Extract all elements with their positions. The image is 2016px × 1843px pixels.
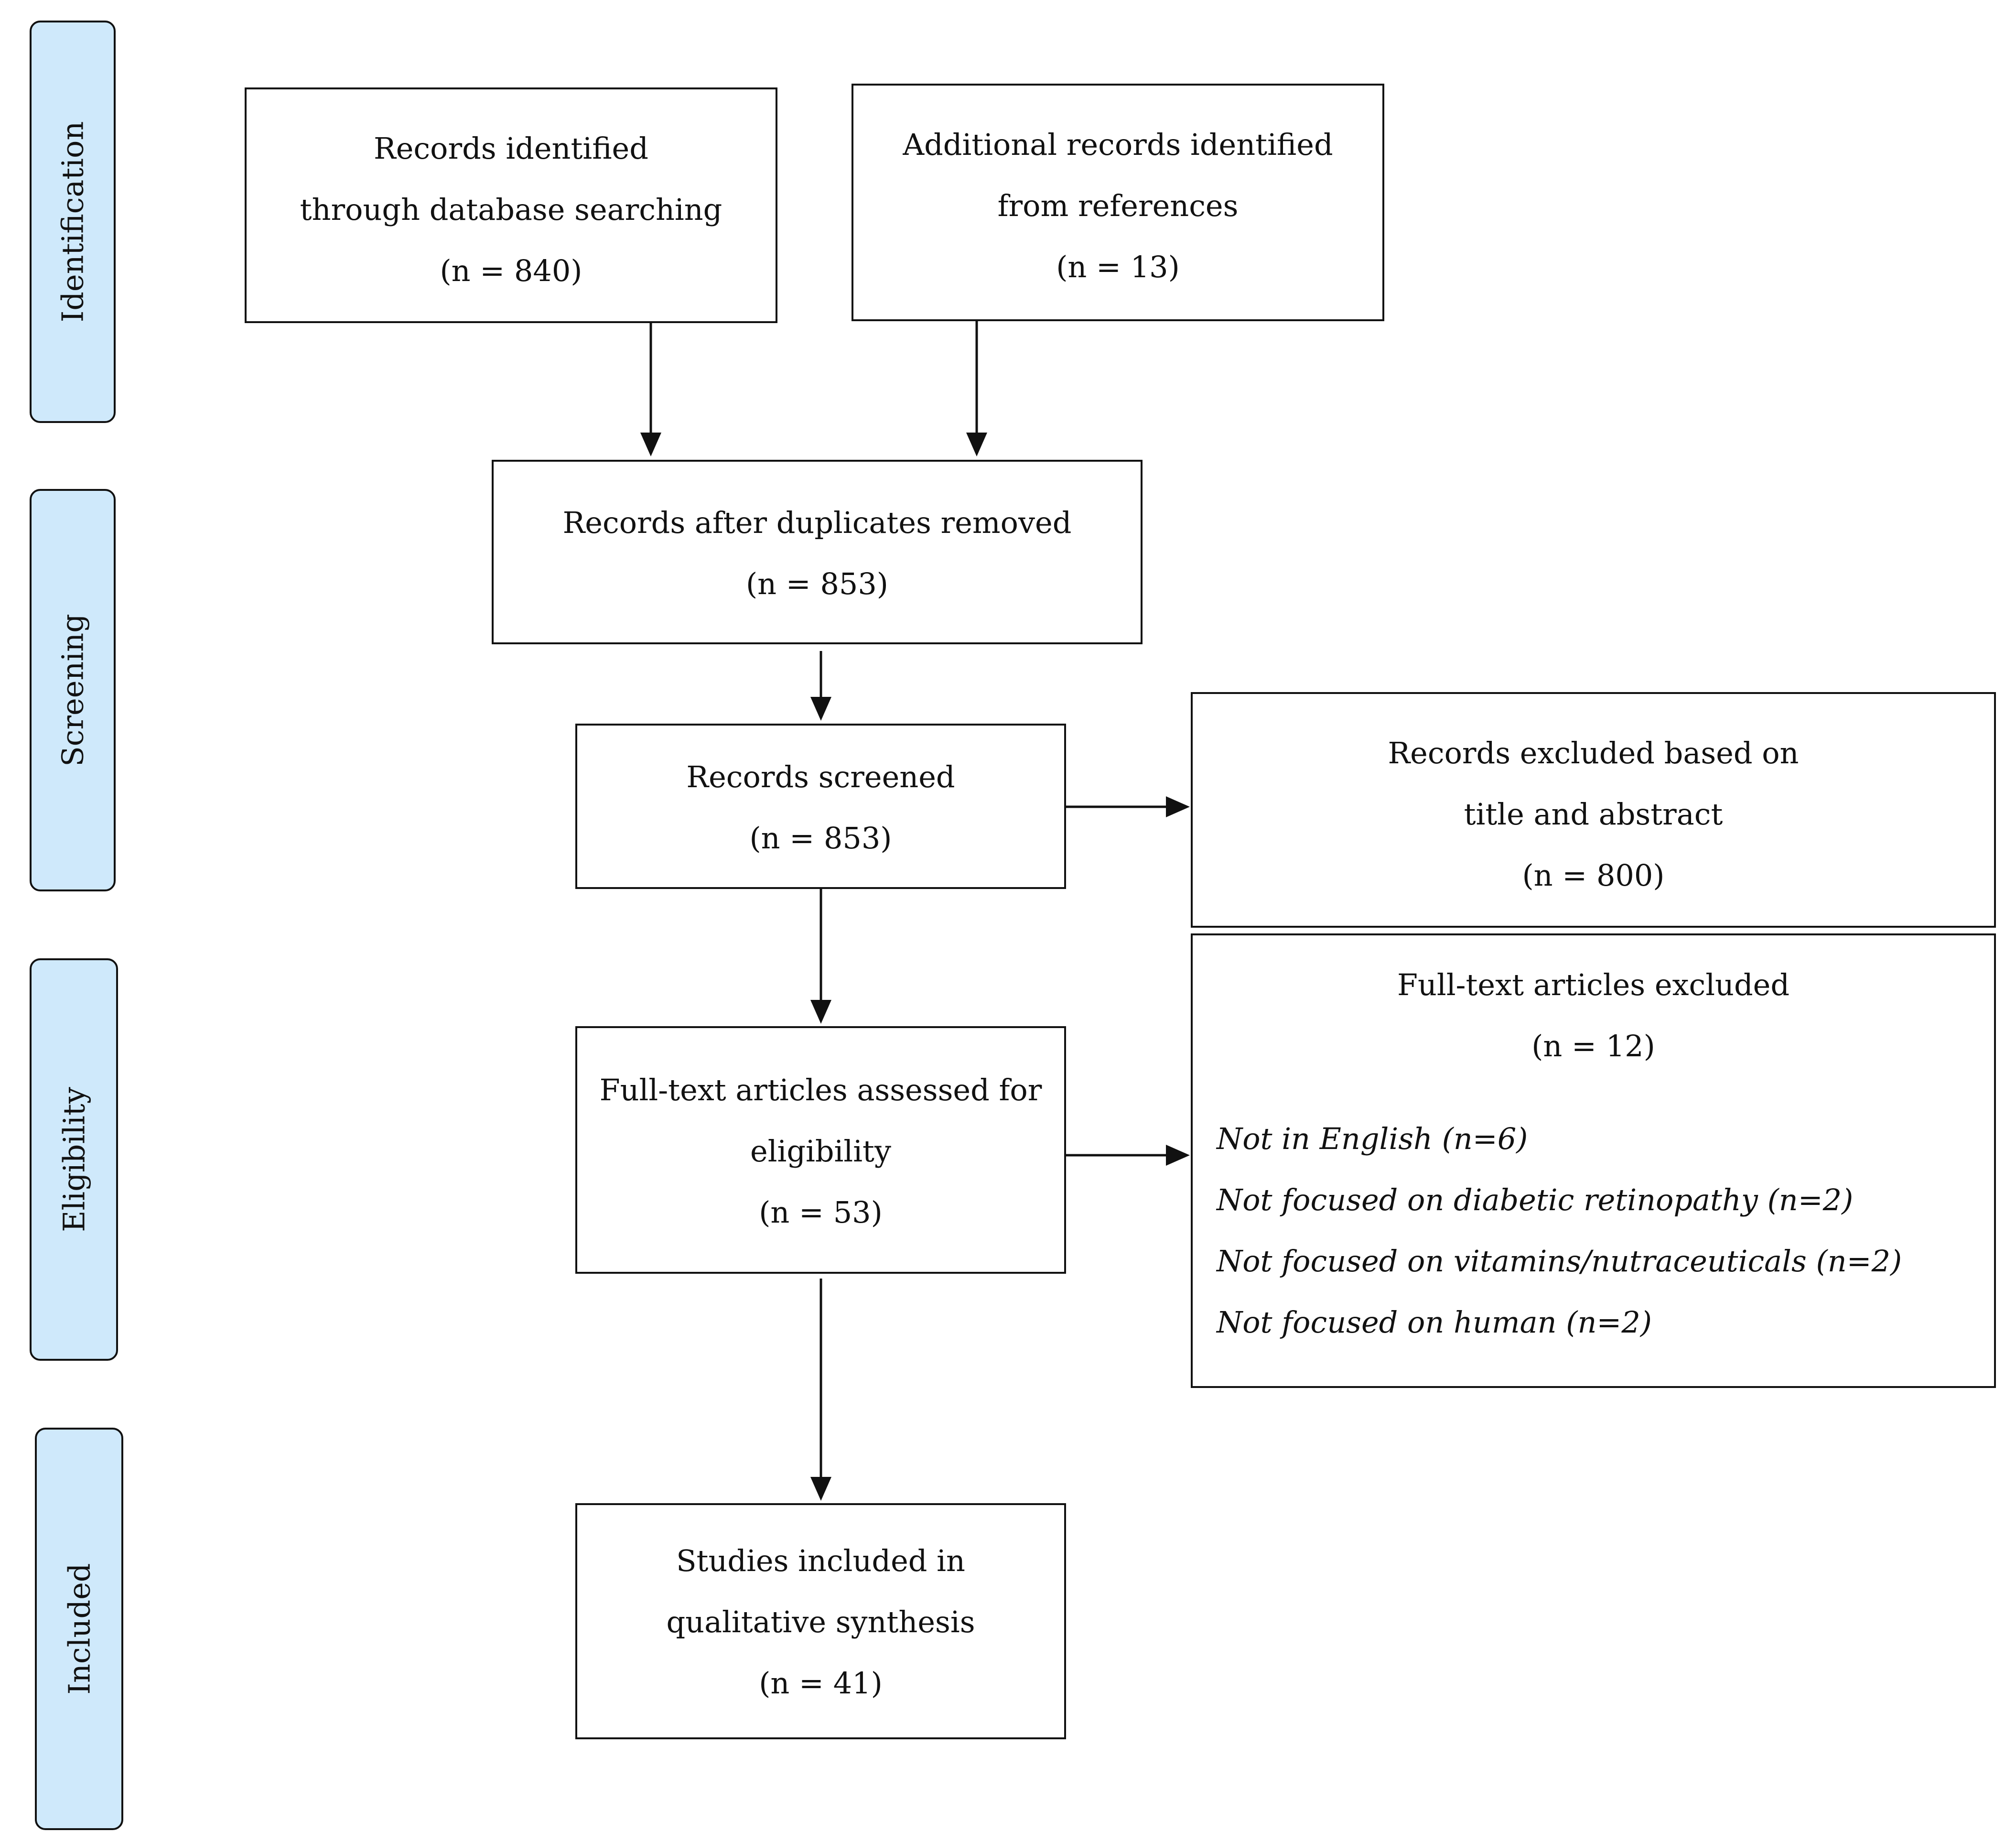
box-duplicates-removed: Records after duplicates removed (n = 85… (492, 460, 1143, 644)
deduplicated-line1: Records after duplicates removed (562, 505, 1072, 540)
box-fulltext-assessed: Full-text articles assessed for eligibil… (575, 1026, 1066, 1274)
stage-eligibility: Eligibility (30, 958, 118, 1361)
exclusion-reason: Not focused on diabetic retinopathy (n=2… (1217, 1182, 1854, 1217)
arrowhead (810, 697, 831, 721)
exclusion-reason: Not focused on vitamins/nutraceuticals (… (1217, 1244, 1902, 1279)
exclusion-reason: Not in English (n=6) (1217, 1121, 1528, 1156)
fulltext-excluded-line1: Full-text articles excluded (1397, 967, 1790, 1002)
additional-count: (n = 13) (1056, 249, 1180, 284)
box-records-screened: Records screened (n = 853) (575, 724, 1066, 889)
box-studies-included: Studies included in qualitative synthesi… (575, 1503, 1066, 1739)
fulltext-assessed-line1: Full-text articles assessed for (599, 1073, 1042, 1107)
stage-screening: Screening (30, 489, 116, 891)
arrowhead (810, 1477, 831, 1501)
database-count: (n = 840) (440, 253, 582, 288)
deduplicated-count: (n = 853) (745, 566, 888, 601)
exclusion-reason: Not focused on human (n=2) (1217, 1305, 1652, 1340)
box-fulltext-excluded: Full-text articles excluded (n = 12) Not… (1191, 933, 1996, 1388)
fulltext-assessed-count: (n = 53) (759, 1195, 883, 1230)
arrowhead (966, 433, 987, 456)
box-additional-records: Additional records identified from refer… (852, 84, 1384, 321)
additional-line2: from references (997, 188, 1239, 223)
included-line1: Studies included in (676, 1543, 965, 1578)
included-line2: qualitative synthesis (666, 1604, 975, 1639)
fulltext-assessed-line2: eligibility (750, 1134, 891, 1169)
database-line2: through database searching (300, 192, 722, 227)
included-count: (n = 41) (759, 1666, 883, 1701)
excluded-title-line2: title and abstract (1464, 797, 1723, 832)
box-records-excluded: Records excluded based on title and abst… (1191, 692, 1996, 928)
screened-line1: Records screened (686, 759, 955, 794)
box-database-records: Records identified through database sear… (245, 87, 777, 323)
stage-identification: Identification (30, 21, 116, 423)
excluded-title-count: (n = 800) (1522, 858, 1665, 893)
additional-line1: Additional records identified (903, 127, 1333, 162)
arrowhead (1166, 796, 1190, 817)
screened-count: (n = 853) (749, 821, 892, 856)
stage-included: Included (35, 1428, 123, 1830)
arrowhead (810, 1000, 831, 1024)
database-line1: Records identified (374, 131, 648, 166)
excluded-title-line1: Records excluded based on (1388, 736, 1799, 770)
arrowhead (1166, 1145, 1190, 1166)
arrowhead (640, 433, 661, 456)
fulltext-excluded-count: (n = 12) (1531, 1029, 1655, 1063)
